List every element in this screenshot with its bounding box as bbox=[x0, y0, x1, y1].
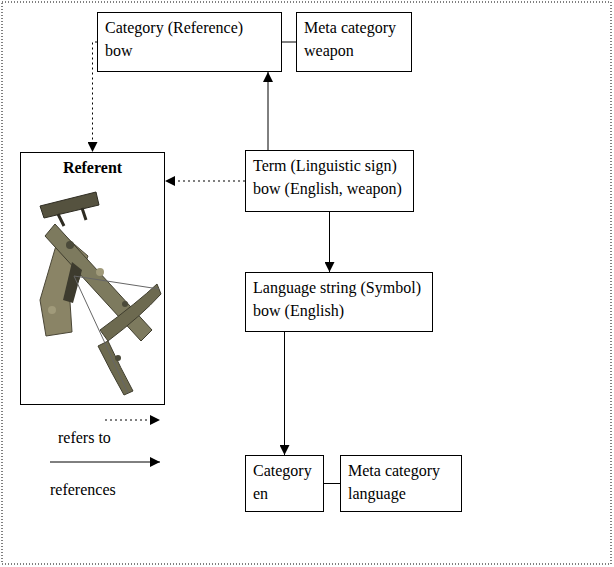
link-line bbox=[282, 42, 296, 43]
node-heading: Language string (Symbol) bbox=[253, 278, 421, 297]
crossbow-limb bbox=[98, 341, 133, 395]
category-box: Category (Reference) bow bbox=[97, 12, 282, 72]
node-heading: Category bbox=[253, 461, 312, 480]
node-heading: Meta category bbox=[348, 461, 440, 480]
node-heading: Term (Linguistic sign) bbox=[253, 156, 397, 175]
refers-to-arrow bbox=[165, 181, 245, 182]
meta-category-box: Meta category weapon bbox=[296, 12, 412, 72]
crossbow-limb bbox=[100, 284, 161, 341]
referent-box: Referent bbox=[20, 152, 165, 405]
crossbow-grip bbox=[63, 262, 82, 303]
scope-mount bbox=[58, 208, 86, 226]
node-body: bow (English, weapon) bbox=[253, 179, 402, 198]
legend-line-sample bbox=[105, 420, 160, 421]
camo-spot bbox=[122, 301, 128, 307]
legend-line-sample bbox=[50, 462, 160, 463]
camo-spot bbox=[115, 355, 121, 361]
term-box: Term (Linguistic sign) bow (English, weap… bbox=[245, 150, 414, 212]
crossbow-string bbox=[74, 276, 159, 393]
node-body: bow bbox=[105, 41, 133, 60]
crossbow-picture bbox=[40, 192, 161, 395]
node-heading: Meta category bbox=[304, 18, 396, 37]
camo-spot bbox=[48, 306, 56, 314]
reference-arrow bbox=[268, 72, 269, 150]
crossbow-rail bbox=[45, 224, 152, 341]
reference-arrow bbox=[284, 332, 285, 455]
legend-text: refers to bbox=[58, 428, 111, 447]
camo-spot bbox=[66, 241, 74, 249]
link-line bbox=[324, 483, 340, 484]
crossbow-scope bbox=[40, 192, 99, 218]
language-string-box: Language string (Symbol) bow (English) bbox=[245, 272, 433, 332]
camo-spot bbox=[96, 268, 104, 276]
node-body: en bbox=[253, 484, 268, 503]
node-heading: Category (Reference) bbox=[105, 18, 243, 37]
node-body: weapon bbox=[304, 41, 354, 60]
node-heading: Referent bbox=[63, 158, 122, 177]
reference-arrow bbox=[329, 212, 330, 272]
node-body: language bbox=[348, 484, 406, 503]
meta-category-box: Meta category language bbox=[340, 455, 462, 512]
node-body: bow (English) bbox=[253, 301, 344, 320]
legend-text: references bbox=[50, 480, 116, 499]
category-box: Category en bbox=[245, 455, 324, 512]
